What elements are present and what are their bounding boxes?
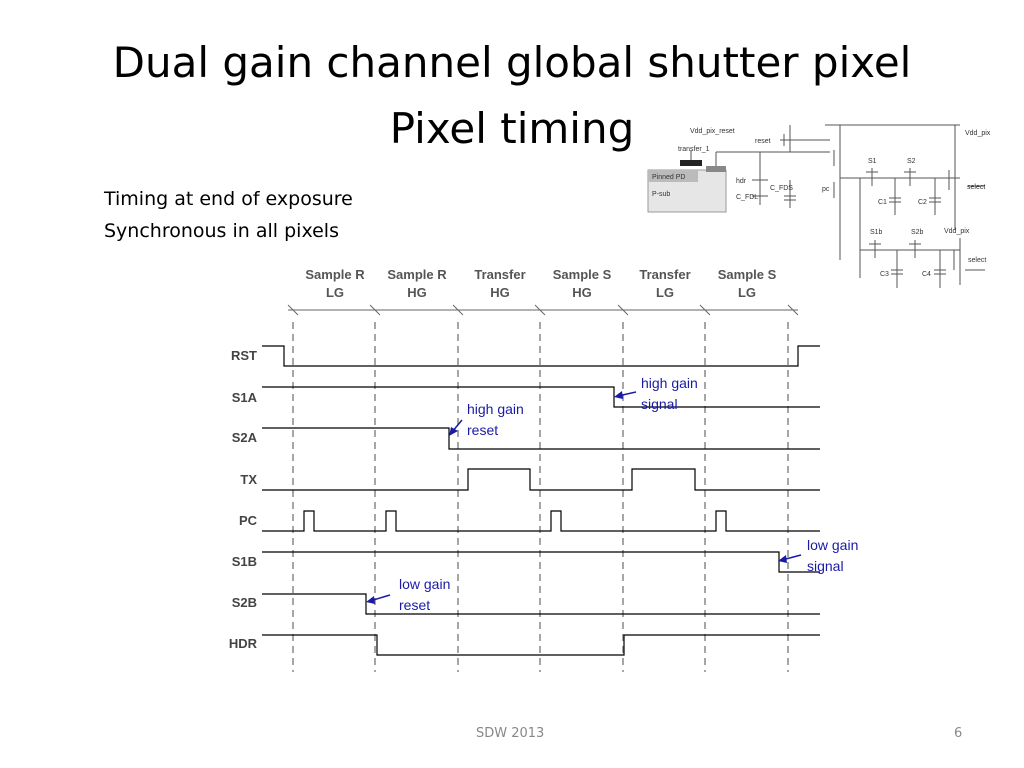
footer-event: SDW 2013 [476, 726, 545, 741]
label-vdd-pix-reset: Vdd_pix_reset [690, 128, 735, 135]
annotation-low-gain-reset: low gain [399, 576, 450, 592]
annotation-arrows [366, 391, 802, 604]
label-transfer-1: transfer_1 [678, 146, 710, 153]
signal-label-s2a: S2A [232, 430, 258, 445]
label-pc: pc [822, 186, 830, 193]
waveform-s2b [262, 593, 820, 615]
phase-label: LG [738, 285, 756, 300]
slide-title-line2: Pixel timing [389, 104, 635, 153]
transfer-gate [680, 160, 702, 166]
label-vdd-pix: Vdd_pix [944, 228, 970, 235]
signal-label-s1b: S1B [232, 554, 257, 569]
bullet-text: Timing at end of exposure [104, 188, 353, 210]
slide-number: 6 [954, 726, 963, 741]
label-s1: S1 [868, 158, 877, 165]
label-vdd-pix: Vdd_pix [965, 130, 991, 137]
signal-label-tx: TX [240, 472, 257, 487]
phase-label: Sample R [387, 267, 447, 282]
pixel-schematic [647, 124, 985, 288]
phase-boundaries [292, 322, 789, 672]
annotation-low-gain-reset: reset [399, 597, 430, 613]
signal-label-rst: RST [231, 348, 257, 363]
waveform-s1a [262, 386, 820, 408]
bullet-text: Synchronous in all pixels [104, 220, 339, 242]
annotation-high-gain-signal: high gain [641, 375, 698, 391]
label-c1: C1 [878, 199, 887, 206]
label-c3: C3 [880, 271, 889, 278]
annotation-low-gain-signal: signal [807, 558, 844, 574]
waveform-s1b [262, 551, 820, 573]
pinned-pd-block [647, 169, 727, 213]
waveform-s2a [262, 427, 820, 450]
waveforms [262, 345, 820, 656]
signal-labels: RST S1A S2A TX PC S1B S2B HDR [229, 348, 258, 651]
label-c-fdl: C_FDL [736, 194, 758, 201]
label-c4: C4 [922, 271, 931, 278]
phase-label: LG [326, 285, 344, 300]
waveform-rst [262, 345, 820, 367]
label-select: select [968, 257, 986, 264]
label-s2b: S2b [911, 229, 924, 236]
annotation-low-gain-signal: low gain [807, 537, 858, 553]
phase-label: HG [407, 285, 427, 300]
slide-title-line1: Dual gain channel global shutter pixel [112, 38, 912, 87]
label-pinned-pd: Pinned PD [652, 174, 685, 181]
phase-dimension-line [287, 304, 799, 316]
label-select: select [967, 184, 985, 191]
label-s2: S2 [907, 158, 916, 165]
label-hdr: hdr [736, 178, 747, 185]
label-s1b: S1b [870, 229, 883, 236]
phase-label: LG [656, 285, 674, 300]
phase-label: HG [490, 285, 510, 300]
waveform-hdr [262, 634, 820, 656]
phase-label: Sample S [718, 267, 777, 282]
schematic-labels: Vdd_pix_reset reset transfer_1 Pinned PD… [652, 128, 991, 278]
signal-label-pc: PC [239, 513, 258, 528]
phase-label: Sample S [553, 267, 612, 282]
label-c2: C2 [918, 199, 927, 206]
phase-label: HG [572, 285, 592, 300]
pinned-pd-region [648, 170, 698, 182]
signal-label-hdr: HDR [229, 636, 258, 651]
fd-node [706, 166, 726, 172]
annotation-high-gain-signal: signal [641, 396, 678, 412]
waveform-pc [262, 510, 820, 532]
label-p-sub: P-sub [652, 191, 670, 198]
annotation-high-gain-reset: reset [467, 422, 498, 438]
annotations: high gain signal high gain reset low gai… [399, 375, 858, 613]
signal-label-s2b: S2B [232, 595, 257, 610]
waveform-tx [262, 468, 820, 491]
annotation-high-gain-reset: high gain [467, 401, 524, 417]
label-c-fds: C_FDS [770, 185, 793, 192]
signal-label-s1a: S1A [232, 390, 258, 405]
phase-label: Transfer [474, 267, 525, 282]
phase-label: Transfer [639, 267, 690, 282]
phase-labels: Sample R LG Sample R HG Transfer HG Samp… [305, 267, 776, 300]
label-reset: reset [755, 138, 771, 145]
phase-label: Sample R [305, 267, 365, 282]
